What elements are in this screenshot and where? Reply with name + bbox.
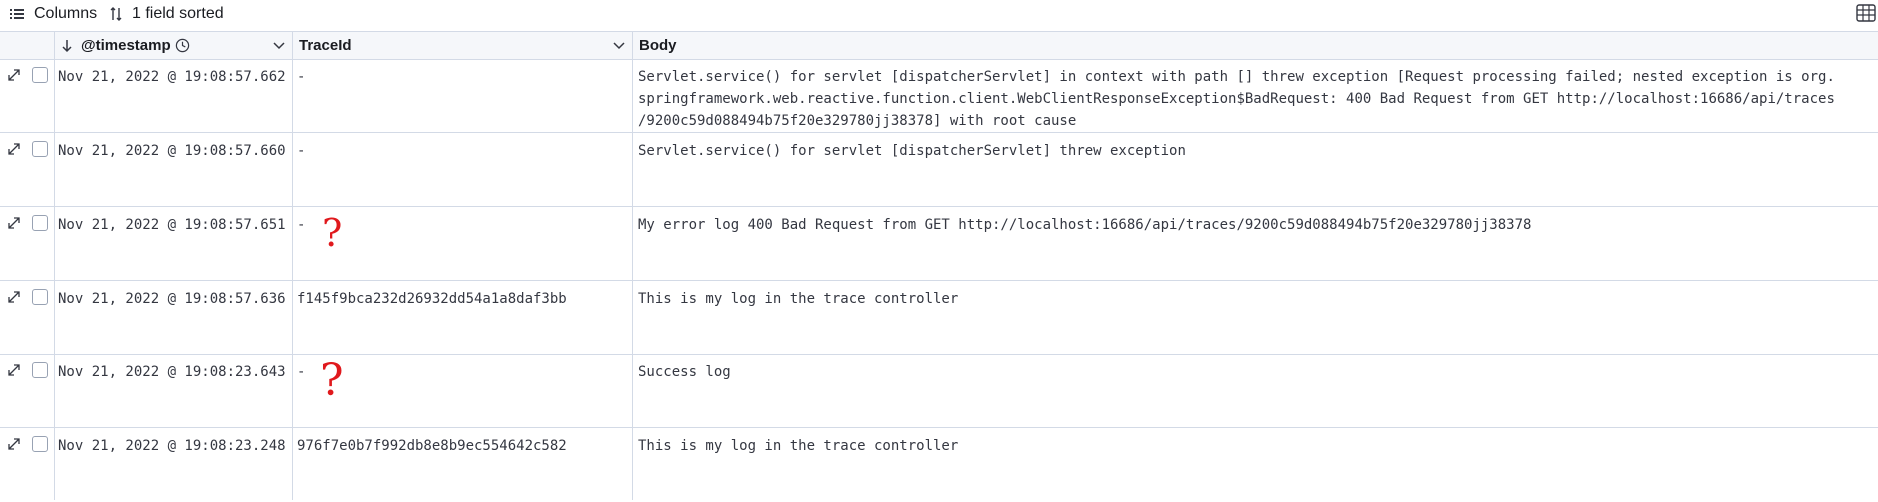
body-cell: This is my log in the trace controller xyxy=(638,438,959,454)
traceid-cell: - xyxy=(297,69,306,85)
timestamp-cell: Nov 21, 2022 @ 19:08:57.662 xyxy=(58,69,286,85)
sort-icon xyxy=(110,6,122,21)
expand-icon[interactable] xyxy=(7,363,21,377)
timestamp-cell: Nov 21, 2022 @ 19:08:23.643 xyxy=(58,364,286,380)
expand-icon[interactable] xyxy=(7,290,21,304)
column-header-body-label: Body xyxy=(639,37,677,54)
traceid-cell: - xyxy=(297,364,306,380)
body-cell: Success log xyxy=(638,364,731,380)
body-cell: Servlet.service() for servlet [dispatche… xyxy=(638,69,1835,129)
row-select-checkbox[interactable] xyxy=(32,362,48,378)
timestamp-cell: Nov 21, 2022 @ 19:08:57.660 xyxy=(58,143,286,159)
expand-icon[interactable] xyxy=(7,437,21,451)
timestamp-cell: Nov 21, 2022 @ 19:08:23.248 xyxy=(58,438,286,454)
table-row: Nov 21, 2022 @ 19:08:57.662 - Servlet.se… xyxy=(0,60,1878,133)
row-select-checkbox[interactable] xyxy=(32,141,48,157)
columns-button[interactable]: Columns xyxy=(10,0,97,27)
traceid-cell: - xyxy=(297,217,306,233)
body-cell: Servlet.service() for servlet [dispatche… xyxy=(638,143,1186,159)
column-header-traceid[interactable]: TraceId xyxy=(293,32,633,59)
row-select-checkbox[interactable] xyxy=(32,215,48,231)
timestamp-cell: Nov 21, 2022 @ 19:08:57.636 xyxy=(58,291,286,307)
traceid-cell: 976f7e0b7f992db8e8b9ec554642c582 xyxy=(297,438,567,454)
column-divider xyxy=(54,32,55,500)
display-options-icon[interactable] xyxy=(1856,4,1876,22)
column-divider xyxy=(292,32,293,500)
row-select-checkbox[interactable] xyxy=(32,67,48,83)
column-header-timestamp-label: @timestamp xyxy=(81,37,171,54)
table-row: Nov 21, 2022 @ 19:08:57.660 - Servlet.se… xyxy=(0,134,1878,207)
table-row: Nov 21, 2022 @ 19:08:23.248 976f7e0b7f99… xyxy=(0,429,1878,502)
table-row: Nov 21, 2022 @ 19:08:57.636 f145f9bca232… xyxy=(0,282,1878,355)
traceid-cell: - xyxy=(297,143,306,159)
sort-descending-icon[interactable] xyxy=(61,39,73,53)
chevron-down-icon[interactable] xyxy=(273,41,285,50)
chevron-down-icon[interactable] xyxy=(613,41,625,50)
column-header-traceid-label: TraceId xyxy=(299,37,352,54)
expand-icon[interactable] xyxy=(7,142,21,156)
column-divider xyxy=(632,32,633,500)
row-select-checkbox[interactable] xyxy=(32,289,48,305)
traceid-cell: f145f9bca232d26932dd54a1a8daf3bb xyxy=(297,291,567,307)
list-icon xyxy=(10,8,24,19)
expand-icon[interactable] xyxy=(7,68,21,82)
timestamp-cell: Nov 21, 2022 @ 19:08:57.651 xyxy=(58,217,286,233)
columns-label: Columns xyxy=(34,4,98,22)
question-mark-annotation: ? xyxy=(320,355,344,406)
body-cell: My error log 400 Bad Request from GET ht… xyxy=(638,217,1532,233)
question-mark-annotation: ? xyxy=(322,211,343,255)
data-grid-toolbar: Columns 1 field sorted xyxy=(0,0,1878,32)
row-select-checkbox[interactable] xyxy=(32,436,48,452)
sort-fields-button[interactable]: 1 field sorted xyxy=(110,0,224,27)
table-row: Nov 21, 2022 @ 19:08:23.643 - ? Success … xyxy=(0,355,1878,428)
table-header: @timestamp TraceId Body xyxy=(0,32,1878,60)
body-cell: This is my log in the trace controller xyxy=(638,291,959,307)
clock-icon xyxy=(175,38,189,53)
table-row: Nov 21, 2022 @ 19:08:57.651 - ? My error… xyxy=(0,208,1878,281)
column-header-body[interactable]: Body xyxy=(633,32,1878,59)
expand-icon[interactable] xyxy=(7,216,21,230)
column-header-timestamp[interactable]: @timestamp xyxy=(55,32,293,59)
sort-label: 1 field sorted xyxy=(132,4,224,22)
